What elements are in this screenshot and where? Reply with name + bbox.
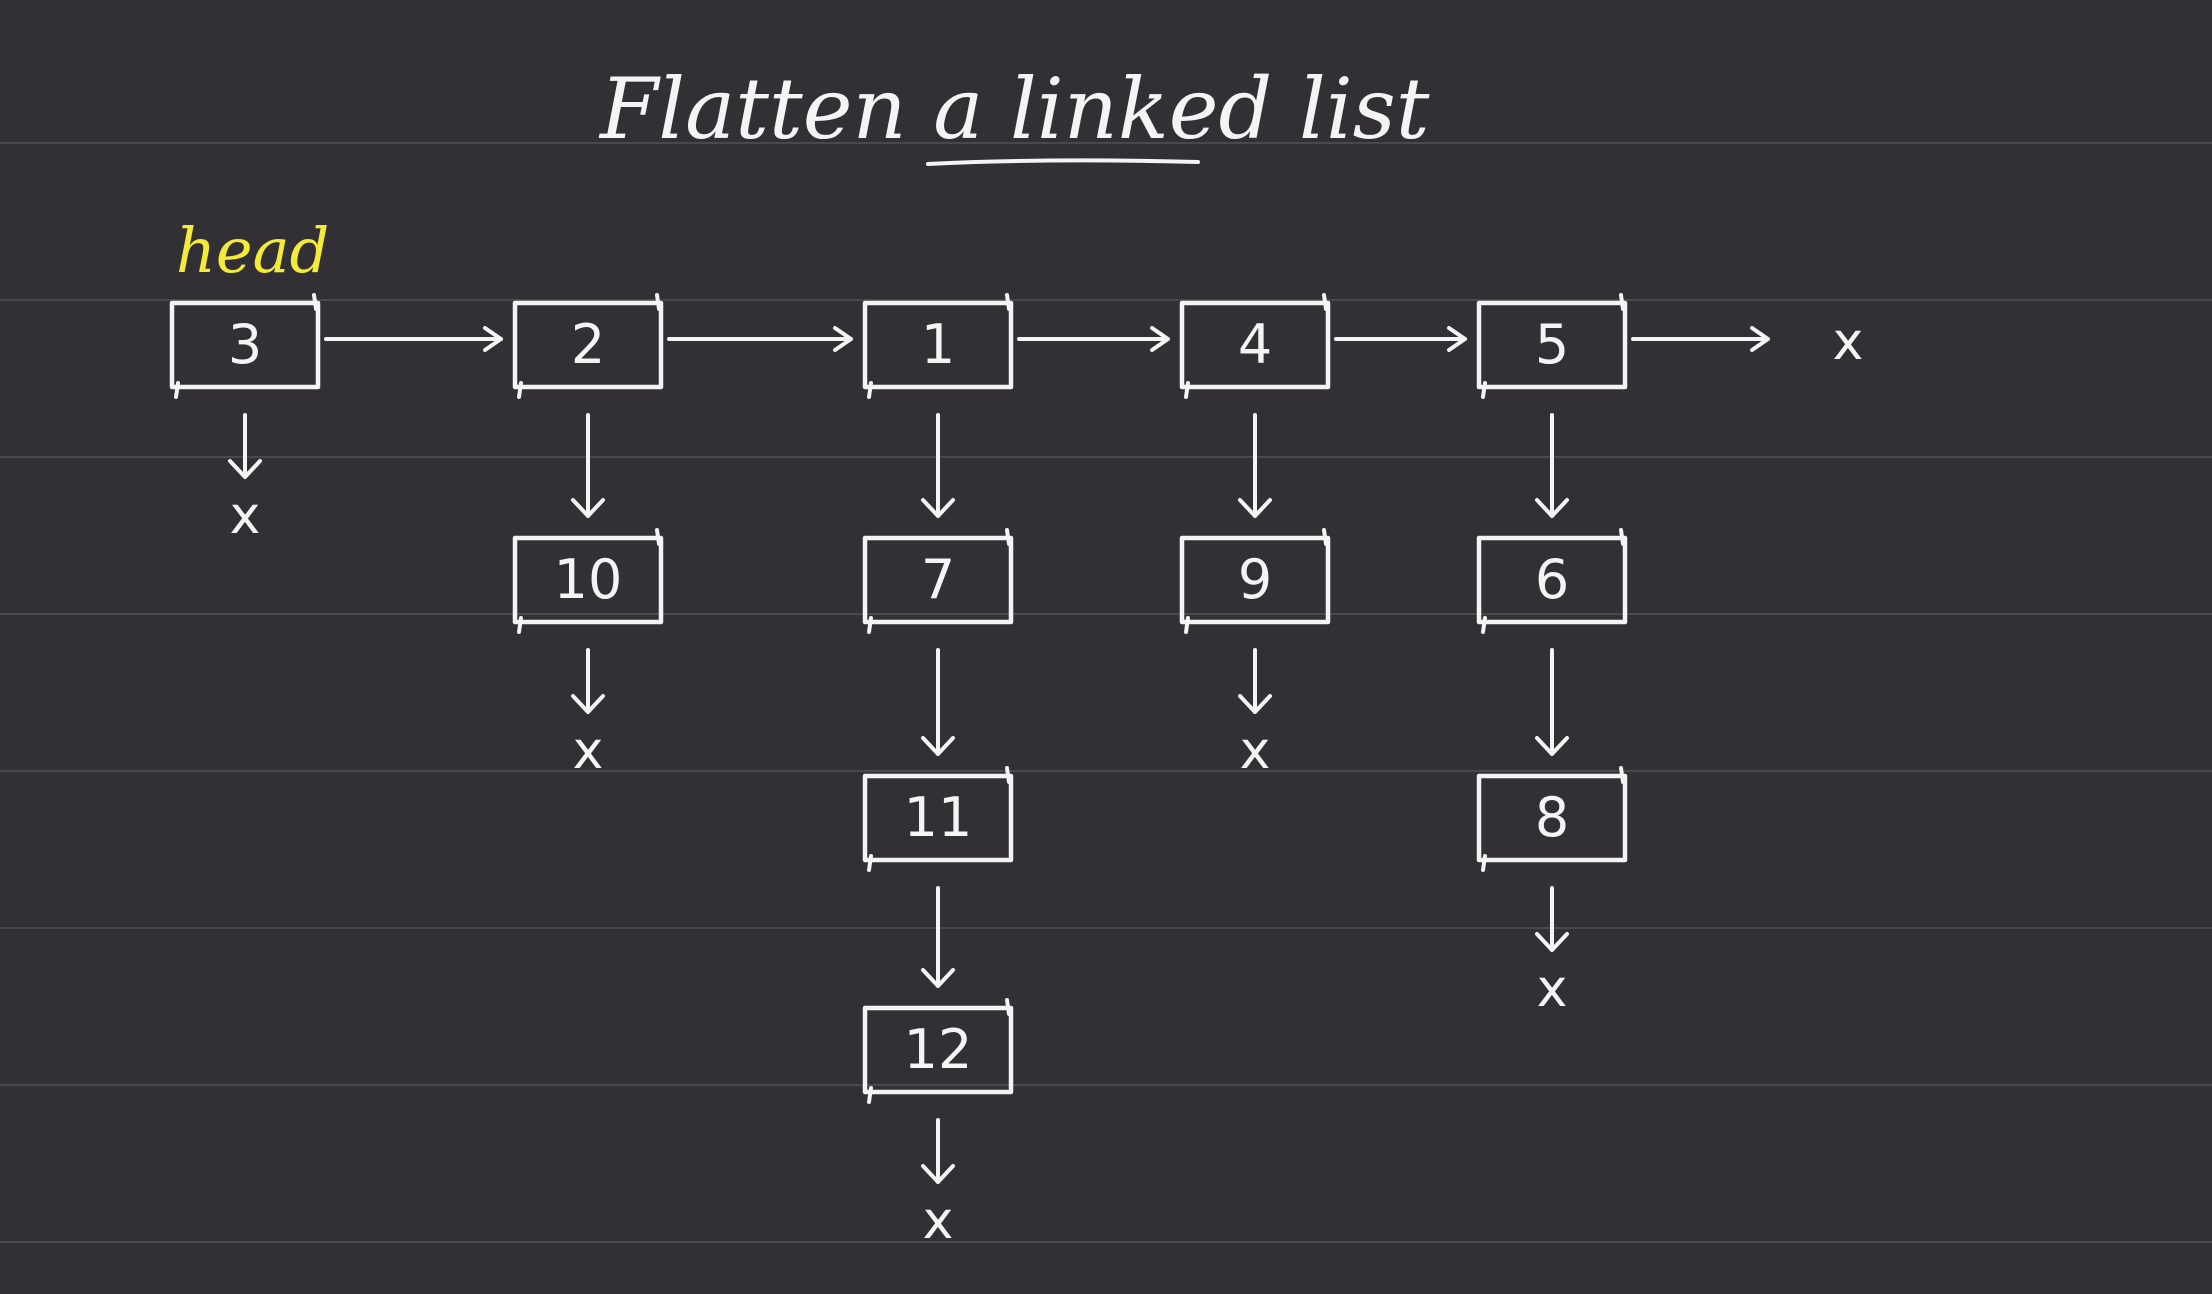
node-8-tick-left [1481, 854, 1487, 872]
node-2-box [512, 300, 664, 390]
node-7-tick-left [867, 616, 873, 634]
node-1-box [862, 300, 1014, 390]
node-5-box [1476, 300, 1628, 390]
down-arrow-null-3 [228, 413, 262, 479]
node-8-box [1476, 773, 1628, 863]
down-arrow-null-1 [921, 1118, 955, 1184]
down-null-mark-2: x [573, 721, 604, 781]
node-9-tick-right [1322, 528, 1328, 546]
node-12-tick-right [1005, 998, 1011, 1016]
down-arrow-null-4 [1238, 648, 1272, 714]
node-4: 4 [1179, 293, 1331, 399]
node-6: 6 [1476, 528, 1628, 634]
node-10: 10 [512, 528, 664, 634]
node-10-tick-left [517, 616, 523, 634]
node-3: 3 [169, 293, 321, 399]
node-11-tick-right [1005, 766, 1011, 784]
node-6-tick-left [1481, 616, 1487, 634]
node-12-box [862, 1005, 1014, 1095]
down-arrow-to-9 [1238, 413, 1272, 518]
node-6-value: 6 [1535, 548, 1569, 611]
node-9: 9 [1179, 528, 1331, 634]
next-null-mark: x [1833, 312, 1864, 372]
node-6-tick-right [1619, 528, 1625, 546]
node-2: 2 [512, 293, 664, 399]
node-4-value: 4 [1238, 313, 1272, 376]
node-8-tick-right [1619, 766, 1625, 784]
down-arrow-to-8 [1535, 648, 1569, 756]
node-12-tick-left [867, 1086, 873, 1104]
node-11-box [862, 773, 1014, 863]
node-3-box [169, 300, 321, 390]
node-1-tick-left [867, 381, 873, 399]
down-null-mark-1: x [923, 1191, 954, 1251]
node-9-tick-left [1184, 616, 1190, 634]
title-underline [926, 158, 1200, 166]
node-4-tick-left [1184, 381, 1190, 399]
node-8-value: 8 [1535, 786, 1569, 849]
node-7-value: 7 [921, 548, 955, 611]
node-11-tick-left [867, 854, 873, 872]
node-10-tick-right [655, 528, 661, 546]
node-8: 8 [1476, 766, 1628, 872]
node-5-value: 5 [1535, 313, 1569, 376]
node-1-value: 1 [921, 313, 955, 376]
node-2-tick-left [517, 381, 523, 399]
node-1-tick-right [1005, 293, 1011, 311]
down-arrow-to-11 [921, 648, 955, 756]
node-6-box [1476, 535, 1628, 625]
down-null-mark-3: x [230, 486, 261, 546]
down-arrow-to-7 [921, 413, 955, 518]
node-9-box [1179, 535, 1331, 625]
node-2-tick-right [655, 293, 661, 311]
next-arrow-3 [324, 326, 503, 352]
node-5: 5 [1476, 293, 1628, 399]
node-4-box [1179, 300, 1331, 390]
down-arrow-to-6 [1535, 413, 1569, 518]
node-3-tick-right [312, 293, 318, 311]
node-2-value: 2 [571, 313, 605, 376]
down-null-mark-4: x [1240, 721, 1271, 781]
node-11: 11 [862, 766, 1014, 872]
node-5-tick-left [1481, 381, 1487, 399]
head-label: head [176, 214, 329, 287]
next-arrow-5 [1631, 326, 1770, 352]
down-arrow-to-12 [921, 886, 955, 988]
next-arrow-4 [1334, 326, 1467, 352]
nodes-layer: 3 x 2 10 x 1 7 11 12 x 4 9 x 5 x 6 8 x [169, 293, 1864, 1251]
down-null-mark-5: x [1537, 959, 1568, 1019]
down-arrow-null-2 [571, 648, 605, 714]
down-arrow-null-5 [1535, 886, 1569, 952]
node-12: 12 [862, 998, 1014, 1104]
node-10-value: 10 [554, 548, 623, 611]
node-7-box [862, 535, 1014, 625]
node-7-tick-right [1005, 528, 1011, 546]
node-4-tick-right [1322, 293, 1328, 311]
node-5-tick-right [1619, 293, 1625, 311]
node-1: 1 [862, 293, 1014, 399]
down-arrow-to-10 [571, 413, 605, 518]
node-3-tick-left [174, 381, 180, 399]
page-title: Flatten a linked list [598, 60, 1430, 158]
node-11-value: 11 [904, 786, 973, 849]
node-9-value: 9 [1238, 548, 1272, 611]
next-arrow-2 [667, 326, 853, 352]
next-arrow-1 [1017, 326, 1170, 352]
node-12-value: 12 [904, 1018, 973, 1081]
node-7: 7 [862, 528, 1014, 634]
node-3-value: 3 [228, 313, 262, 376]
node-10-box [512, 535, 664, 625]
